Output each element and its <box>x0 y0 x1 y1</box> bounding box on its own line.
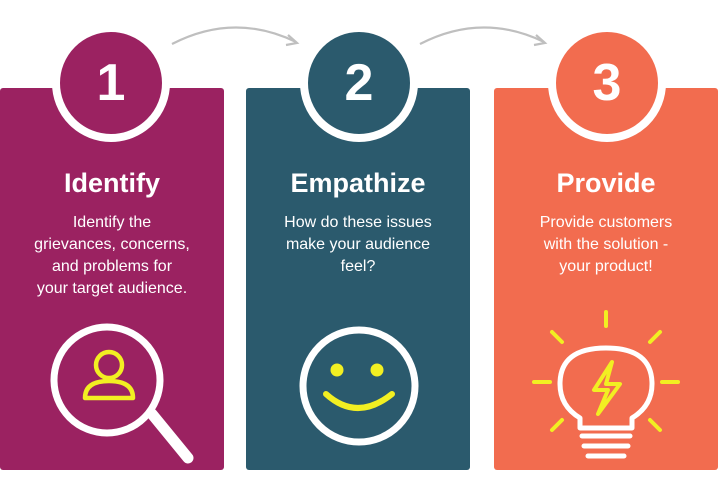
step-number-badge-1: 1 <box>52 24 170 142</box>
step-description: Provide customers with the solution - yo… <box>539 214 673 275</box>
lightbulb-icon <box>532 310 680 459</box>
step-card-identify: Identify Identify the grievances, concer… <box>0 88 224 470</box>
step-card-empathize: Empathize How do these issues make your … <box>246 88 470 470</box>
step-description: How do these issues make your audience f… <box>284 214 432 275</box>
magnifier-person-icon <box>50 323 194 464</box>
arrow-1-to-2 <box>171 26 300 47</box>
step-number-badge-2: 2 <box>300 24 418 142</box>
arrow-2-to-3 <box>419 26 548 47</box>
step-title: Empathize <box>290 168 426 198</box>
step-title: Provide <box>556 168 656 198</box>
step-number-badge-3: 3 <box>548 24 666 142</box>
step-description: Identify the grievances, concerns, and p… <box>34 214 190 297</box>
step-title: Identify <box>63 168 160 198</box>
smiley-face-icon <box>299 326 419 446</box>
step-card-provide: Provide Provide customers with the solut… <box>494 88 718 470</box>
